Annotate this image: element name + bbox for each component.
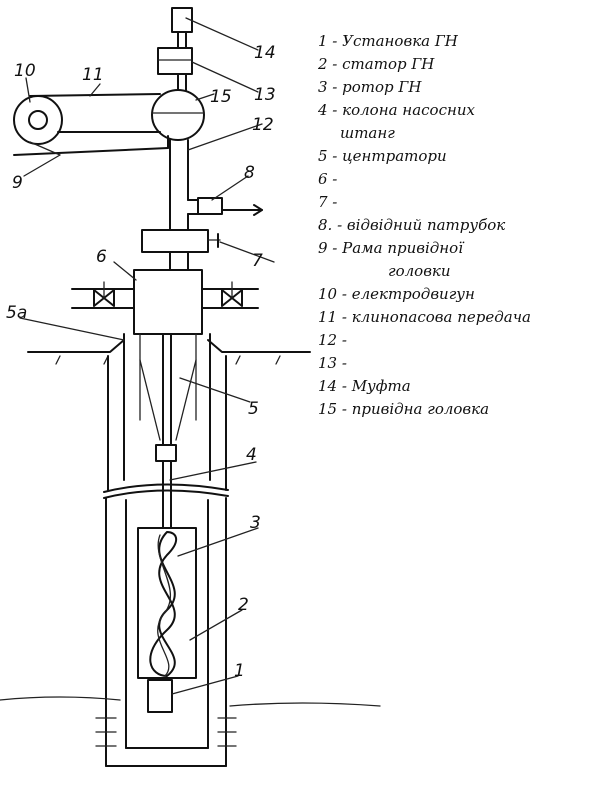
legend-item: 12 -: [318, 331, 347, 349]
callout-5a: 5а: [6, 303, 27, 323]
callout-13: 13: [254, 85, 276, 105]
outlet-pipe: [187, 197, 263, 231]
legend-item: 15 - привідна головка: [318, 400, 490, 418]
callout-6: 6: [96, 247, 107, 267]
legend-item: 4 - колона насосних: [318, 101, 475, 119]
callout-12: 12: [252, 115, 274, 135]
ground-surface: [27, 339, 311, 365]
callout-labels: 14 13 15 12 11 10 9 8 7 6 5а 5 4 3 2 1: [6, 43, 276, 681]
legend-item: 1 - Установка ГН: [318, 32, 458, 50]
callout-10: 10: [14, 61, 36, 81]
callout-5: 5: [248, 399, 259, 419]
legend-item-continuation: головки: [388, 262, 451, 280]
polished-rod: [169, 139, 189, 231]
leader-lines: [19, 17, 275, 695]
legend: 1 - Установка ГН 2 - статор ГН 3 - ротор Г…: [318, 30, 608, 421]
sucker-rod-string: [155, 333, 177, 529]
legend-item: 2 - статор ГН: [318, 55, 435, 73]
clamp-block: [157, 47, 193, 91]
callout-1: 1: [234, 661, 245, 681]
callout-3: 3: [250, 513, 261, 533]
legend-item-continuation: штанг: [340, 124, 395, 142]
centralizers: [139, 359, 197, 441]
legend-item: 7 -: [318, 193, 338, 211]
well-casing: [103, 333, 229, 767]
callout-8: 8: [244, 163, 255, 183]
callout-7: 7: [252, 251, 263, 271]
belt-drive: [29, 93, 161, 133]
legend-item: 14 - Муфта: [318, 377, 411, 395]
callout-2: 2: [238, 595, 249, 615]
legend-item: 10 - електродвигун: [318, 285, 475, 303]
callout-4: 4: [246, 445, 257, 465]
wellhead: [71, 269, 259, 335]
legend-item: 13 -: [318, 354, 347, 372]
legend-item: 6 -: [318, 170, 338, 188]
pump-inlet: [147, 679, 173, 713]
casing-marks: [0, 696, 381, 747]
drive-head: [151, 89, 205, 141]
pump-stator: [137, 527, 197, 679]
flange: [141, 229, 221, 271]
legend-item: 11 - клинопасова передача: [318, 308, 531, 326]
callout-9: 9: [12, 173, 23, 193]
callout-15: 15: [210, 87, 232, 107]
callout-14: 14: [254, 43, 276, 63]
drive-frame: [13, 135, 169, 156]
legend-item: 3 - ротор ГН: [318, 78, 422, 96]
coupling-top: [171, 7, 193, 49]
legend-item: 8. - відвідний патрубок: [318, 216, 506, 234]
pump-rotor: [157, 534, 171, 677]
legend-item: 5 - центратори: [318, 147, 447, 165]
legend-item: 9 - Рама привідної: [318, 239, 463, 257]
electric-motor: [13, 95, 63, 145]
callout-11: 11: [82, 65, 104, 85]
